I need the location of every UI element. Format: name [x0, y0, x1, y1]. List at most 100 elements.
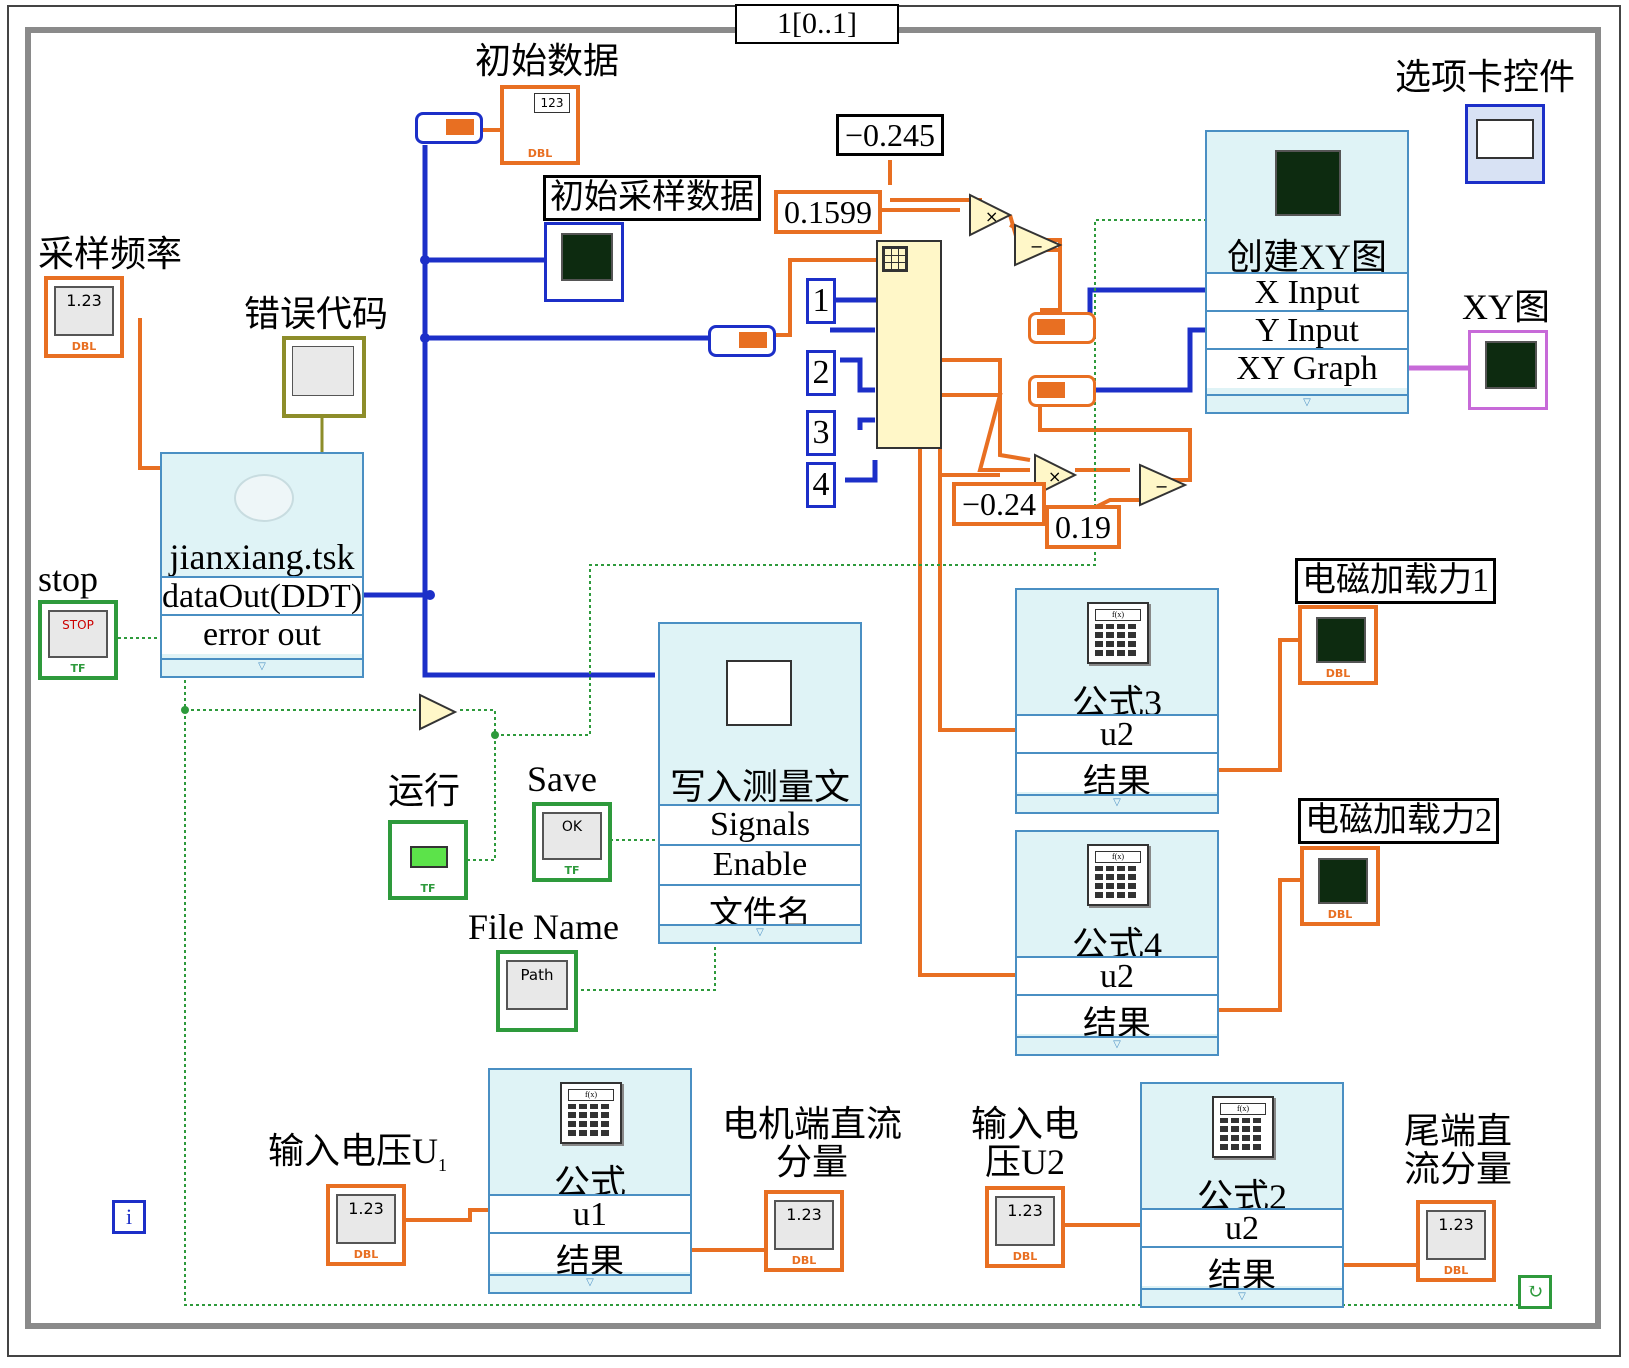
index-constant-2[interactable]: 2 [806, 350, 836, 396]
stop-button[interactable]: STOP [48, 610, 108, 658]
dbl-tag: DBL [527, 147, 553, 160]
convert-to-ddt-1[interactable] [1028, 312, 1096, 344]
label-input-voltage-u1: 输入电压U1 [268, 1131, 447, 1176]
iteration-symbol: i [125, 1204, 133, 1229]
label-xy-graph: XY图 [1462, 287, 1550, 327]
stop-button-terminal[interactable]: STOP TF [38, 600, 118, 680]
dbl-tag: DBL [353, 1248, 379, 1261]
write-file-icon [726, 660, 792, 726]
formula3-input[interactable]: u2 [1017, 714, 1217, 754]
xy-graph-icon [1275, 150, 1341, 216]
arith-nodes [419, 193, 1188, 731]
formula3-result[interactable]: 结果 [1017, 752, 1217, 801]
multiply-node-1 [969, 193, 1013, 237]
orange-wires [138, 128, 1420, 1267]
formula-vi[interactable]: f(x) 公式 u1 结果 ▽ [488, 1068, 692, 1294]
formula3-vi[interactable]: f(x) 公式3 u2 结果 ▽ [1015, 588, 1219, 814]
label-sampling-rate: 采样频率 [38, 234, 183, 274]
formula4-input[interactable]: u2 [1017, 956, 1217, 996]
label-input-voltage-u1-sub: 1 [438, 1155, 447, 1176]
input-voltage-u1-control[interactable]: 1.23 DBL [326, 1184, 406, 1266]
label-initial-sample-data: 初始采样数据 [543, 175, 761, 221]
subtract-symbol-1: − [1030, 237, 1043, 256]
write-file-filename[interactable]: 文件名 [660, 884, 860, 933]
formula-input[interactable]: u1 [490, 1194, 690, 1234]
expand-arrow-icon[interactable]: ▽ [660, 924, 860, 942]
write-measurement-file-vi[interactable]: 写入测量文件 Signals Enable 文件名 ▽ [658, 622, 862, 944]
index-constant-4[interactable]: 4 [806, 462, 836, 508]
daq-task-name: jianxiang.tsk [169, 537, 355, 577]
initial-sample-graph[interactable] [544, 222, 624, 302]
constant-c3[interactable]: −0.24 [952, 482, 1047, 526]
expand-arrow-icon[interactable]: ▽ [1017, 794, 1217, 812]
dbl-tag: DBL [1327, 908, 1353, 921]
sequence-selector[interactable]: 1[0..1] [735, 4, 899, 44]
convert-from-ddt-1[interactable] [415, 112, 483, 144]
formula2-vi[interactable]: f(x) 公式2 u2 结果 ▽ [1140, 1082, 1344, 1308]
build-xy-graph-vi[interactable]: 创建XY图 X Input Y Input XY Graph ▽ [1205, 130, 1409, 414]
label-motor-dc: 电机端直流分量 [721, 1104, 902, 1182]
constant-c2[interactable]: 0.1599 [774, 190, 882, 234]
daq-output-data[interactable]: dataOut(DDT) [162, 576, 363, 616]
sampling-rate-control[interactable]: 1.23 DBL [44, 276, 124, 358]
expand-arrow-icon[interactable]: ▽ [162, 658, 362, 676]
em-load1-graph[interactable]: DBL [1298, 605, 1378, 685]
loop-condition-icon[interactable]: ↻ [1518, 1275, 1552, 1309]
daq-output-error[interactable]: error out [162, 614, 362, 654]
formula4-vi[interactable]: f(x) 公式4 u2 结果 ▽ [1015, 830, 1219, 1056]
cluster-icon [292, 346, 354, 396]
run-indicator[interactable]: TF [388, 820, 468, 900]
index-array-node[interactable] [876, 240, 942, 449]
dbl-tag: DBL [1443, 1264, 1469, 1277]
convert-to-ddt-2[interactable] [1028, 375, 1096, 407]
sequence-selector-text: 1[0..1] [777, 7, 857, 40]
index-constant-3[interactable]: 3 [806, 410, 836, 456]
formula2-result[interactable]: 结果 [1142, 1246, 1342, 1295]
formula-result[interactable]: 结果 [490, 1232, 690, 1281]
build-xy-graph-output[interactable]: XY Graph [1207, 348, 1407, 388]
green-wires [118, 219, 1520, 1306]
label-run: 运行 [388, 771, 461, 811]
motor-dc-indicator[interactable]: 1.23 DBL [764, 1190, 844, 1272]
build-xy-y-input[interactable]: Y Input [1207, 310, 1407, 350]
numeric-display: 1.23 [336, 1194, 396, 1244]
em-load2-graph[interactable]: DBL [1300, 846, 1380, 926]
label-save: Save [527, 759, 597, 799]
expand-arrow-icon[interactable]: ▽ [1017, 1036, 1217, 1054]
formula4-result[interactable]: 结果 [1017, 994, 1217, 1043]
convert-from-ddt-2[interactable] [708, 325, 776, 357]
subtract-node-1 [1014, 223, 1063, 267]
dbl-tag: DBL [1012, 1250, 1038, 1263]
build-xy-title: 创建XY图 [1227, 237, 1387, 277]
initial-data-indicator[interactable]: 123 DBL [500, 85, 580, 165]
write-file-enable[interactable]: Enable [660, 844, 860, 886]
dbl-tag: DBL [1325, 667, 1351, 680]
index-constant-1[interactable]: 1 [806, 278, 836, 324]
graph-plot-icon [561, 233, 613, 281]
expand-arrow-icon[interactable]: ▽ [1142, 1288, 1342, 1306]
dbl-chip-icon [446, 119, 474, 135]
calculator-icon: f(x) [1087, 844, 1149, 906]
input-voltage-u2-control[interactable]: 1.23 DBL [985, 1186, 1065, 1268]
graph-plot-icon [1316, 617, 1366, 663]
write-file-signals[interactable]: Signals [660, 804, 860, 846]
file-name-control[interactable]: Path [496, 950, 578, 1032]
expand-arrow-icon[interactable]: ▽ [490, 1274, 690, 1292]
dbl-chip-icon [739, 332, 767, 348]
tf-tag: TF [70, 662, 86, 675]
error-code-indicator[interactable] [282, 336, 366, 418]
subtract-symbol-2: − [1155, 477, 1168, 496]
constant-c1[interactable]: −0.245 [836, 114, 945, 156]
build-xy-x-input[interactable]: X Input [1207, 272, 1407, 312]
daq-assistant[interactable]: jianxiang.tsk dataOut(DDT) error out ▽ [160, 452, 364, 678]
folder-tab-icon [1476, 119, 1534, 159]
tail-dc-indicator[interactable]: 1.23 DBL [1416, 1200, 1496, 1282]
ok-button[interactable]: OK [542, 812, 602, 860]
xy-graph-indicator[interactable] [1468, 330, 1548, 410]
tf-tag: TF [564, 864, 580, 877]
tab-control-terminal[interactable] [1465, 104, 1545, 184]
constant-c4[interactable]: 0.19 [1045, 505, 1121, 549]
expand-arrow-icon[interactable]: ▽ [1207, 394, 1407, 412]
save-button-terminal[interactable]: OK TF [532, 802, 612, 882]
formula2-input[interactable]: u2 [1142, 1208, 1342, 1248]
